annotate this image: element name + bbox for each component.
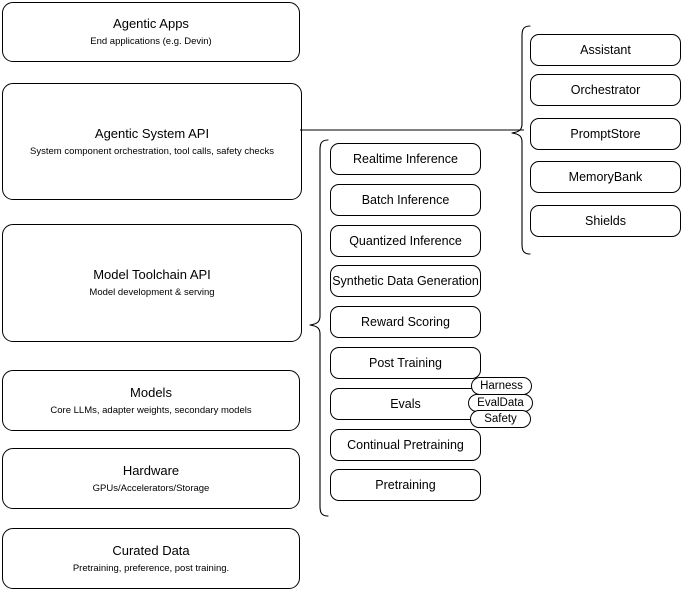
layer-title: Agentic System API <box>94 125 210 141</box>
layer-subtitle: GPUs/Accelerators/Storage <box>92 482 210 494</box>
component-box-evals[interactable]: Evals <box>330 388 481 420</box>
component-label: PromptStore <box>570 127 641 141</box>
component-box-promptstore[interactable]: PromptStore <box>530 118 681 150</box>
evals-subcomponent-label: Harness <box>480 380 523 392</box>
evals-subcomponent-harness[interactable]: Harness <box>471 377 532 395</box>
component-label: Assistant <box>580 43 631 57</box>
component-label: Batch Inference <box>361 193 450 207</box>
component-label: Post Training <box>369 356 442 370</box>
component-label: Synthetic Data Generation <box>332 274 479 288</box>
layer-subtitle: Core LLMs, adapter weights, secondary mo… <box>50 404 252 416</box>
layer-subtitle: Model development & serving <box>89 287 215 298</box>
evals-subcomponent-safety[interactable]: Safety <box>470 410 531 428</box>
component-box-assistant[interactable]: Assistant <box>530 34 681 66</box>
component-label: Pretraining <box>375 478 436 492</box>
connector-agentic-system-api <box>300 120 526 142</box>
component-box-memorybank[interactable]: MemoryBank <box>530 161 681 193</box>
component-box-pretraining[interactable]: Pretraining <box>330 469 481 501</box>
component-box-synthetic-data-generation[interactable]: Synthetic Data Generation <box>330 265 481 297</box>
component-box-continual-pretraining[interactable]: Continual Pretraining <box>330 429 481 461</box>
layer-box-curated-data[interactable]: Curated Data Pretraining, preference, po… <box>2 528 300 589</box>
component-label: Orchestrator <box>570 83 641 97</box>
component-box-shields[interactable]: Shields <box>530 205 681 237</box>
layer-title: Model Toolchain API <box>93 267 211 282</box>
brace-model-toolchain <box>306 138 330 518</box>
layer-title: Agentic Apps <box>113 16 189 31</box>
layer-box-model-toolchain-api[interactable]: Model Toolchain API Model development & … <box>2 224 302 342</box>
component-label: Shields <box>585 214 626 228</box>
evals-subcomponent-label: Safety <box>484 413 517 425</box>
layer-box-models[interactable]: Models Core LLMs, adapter weights, secon… <box>2 370 300 431</box>
layer-box-hardware[interactable]: Hardware GPUs/Accelerators/Storage <box>2 448 300 509</box>
layer-subtitle: Pretraining, preference, post training. <box>72 562 230 574</box>
layer-box-agentic-apps[interactable]: Agentic Apps End applications (e.g. Devi… <box>2 2 300 62</box>
component-box-post-training[interactable]: Post Training <box>330 347 481 379</box>
brace-agentic-system <box>508 24 532 256</box>
layer-subtitle: End applications (e.g. Devin) <box>90 36 212 47</box>
component-box-quantized-inference[interactable]: Quantized Inference <box>330 225 481 257</box>
component-label: MemoryBank <box>568 170 643 184</box>
layer-title: Curated Data <box>112 542 190 558</box>
component-box-realtime-inference[interactable]: Realtime Inference <box>330 143 481 175</box>
component-box-batch-inference[interactable]: Batch Inference <box>330 184 481 216</box>
layer-box-agentic-system-api[interactable]: Agentic System API System component orch… <box>2 83 302 200</box>
component-box-reward-scoring[interactable]: Reward Scoring <box>330 306 481 338</box>
layer-title: Models <box>130 384 172 400</box>
component-label: Evals <box>390 397 421 411</box>
layer-title: Hardware <box>122 462 180 478</box>
component-label: Continual Pretraining <box>347 438 464 452</box>
component-label: Quantized Inference <box>349 234 462 248</box>
component-label: Realtime Inference <box>353 152 458 166</box>
evals-subcomponent-label: EvalData <box>477 397 524 409</box>
layer-subtitle: System component orchestration, tool cal… <box>30 145 274 157</box>
component-box-orchestrator[interactable]: Orchestrator <box>530 74 681 106</box>
component-label: Reward Scoring <box>361 315 450 329</box>
